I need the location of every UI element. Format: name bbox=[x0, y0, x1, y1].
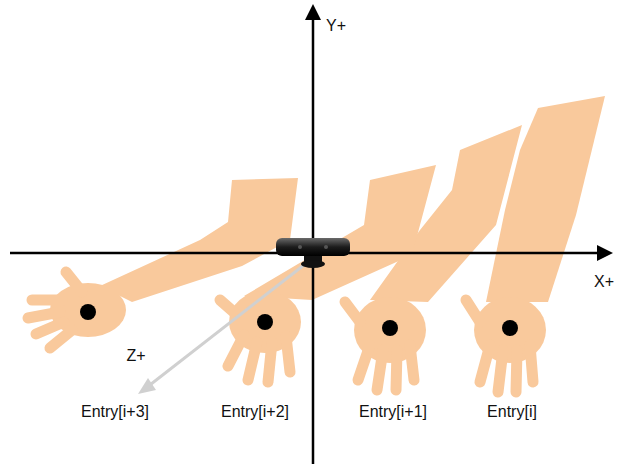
axis-label: Z+ bbox=[126, 346, 145, 365]
arm bbox=[486, 96, 605, 302]
arms bbox=[28, 96, 605, 392]
entry-label: Entry[i+2] bbox=[221, 402, 289, 421]
palm-markers bbox=[80, 304, 518, 336]
depth-sensor bbox=[276, 238, 350, 268]
axes bbox=[10, 4, 613, 464]
entry-label: Entry[i] bbox=[487, 402, 537, 421]
entry-label: Entry[i+1] bbox=[359, 402, 427, 421]
z-axis bbox=[138, 258, 313, 394]
axis-label: X+ bbox=[594, 272, 614, 291]
entry-label: Entry[i+3] bbox=[81, 402, 149, 421]
axis-label: Y+ bbox=[326, 16, 346, 35]
arm bbox=[100, 178, 298, 302]
